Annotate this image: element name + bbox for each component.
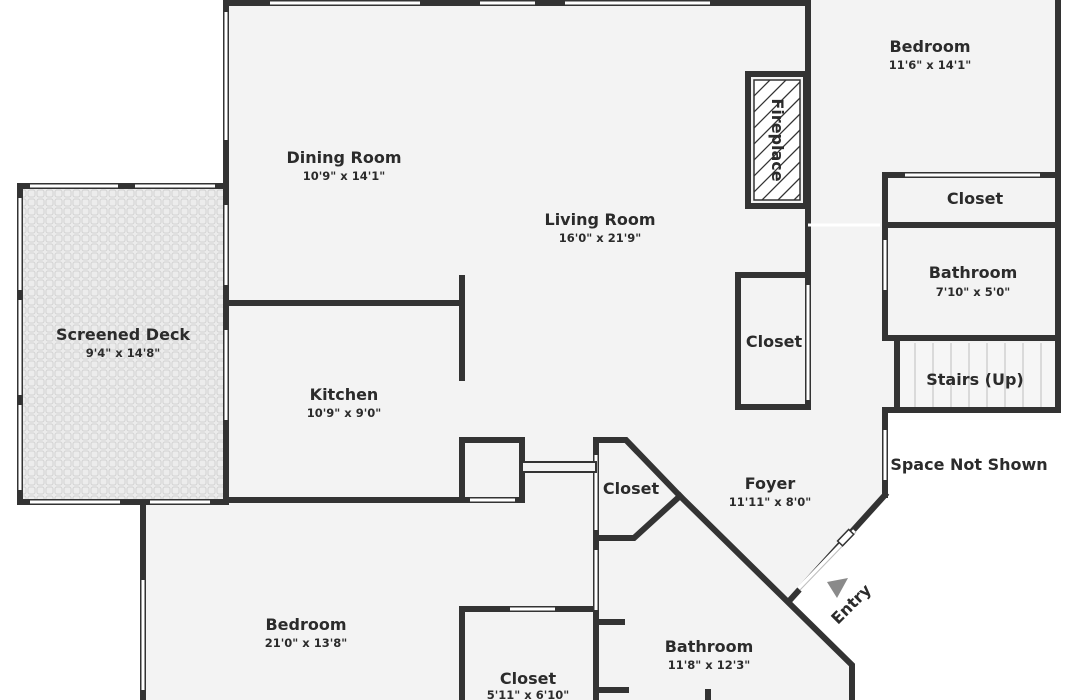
windows (18, 1, 1040, 690)
closet-s-dims: 5'11" x 6'10" (487, 688, 569, 700)
bathroom-ne-dims: 7'10" x 5'0" (936, 285, 1010, 299)
bathroom-s-dims: 11'8" x 12'3" (668, 658, 750, 672)
screened-deck-floor (20, 186, 224, 502)
dining-room-dims: 10'9" x 14'1" (303, 169, 385, 183)
closet-living-name: Closet (746, 332, 803, 351)
dining-room-name: Dining Room (286, 148, 401, 167)
closet-foyer-name: Closet (603, 479, 660, 498)
foyer-name: Foyer (745, 474, 796, 493)
living-room-name: Living Room (545, 210, 656, 229)
screened-deck-dims: 9'4" x 14'8" (86, 346, 160, 360)
screened-deck-name: Screened Deck (56, 325, 190, 344)
foyer-dims: 11'11" x 8'0" (729, 495, 811, 509)
fireplace-hatch (753, 79, 801, 201)
kitchen-dims: 10'9" x 9'0" (307, 406, 381, 420)
space-not-shown-label: Space Not Shown (890, 455, 1047, 474)
stairs-name: Stairs (Up) (926, 370, 1024, 389)
closet-s-name: Closet (500, 669, 557, 688)
bedroom-s-name: Bedroom (265, 615, 346, 634)
living-room-dims: 16'0" x 21'9" (559, 231, 641, 245)
entry-arrow-icon (827, 578, 848, 598)
entry-door (797, 528, 859, 593)
kitchen-name: Kitchen (310, 385, 379, 404)
bathroom-ne-name: Bathroom (929, 263, 1018, 282)
bedroom-s-dims: 21'0" x 13'8" (265, 636, 347, 650)
fireplace-label: Fireplace (768, 98, 787, 181)
closet-ne-name: Closet (947, 189, 1004, 208)
bathroom-s-name: Bathroom (665, 637, 754, 656)
floor-area (143, 0, 1060, 700)
bedroom-ne-dims: 11'6" x 14'1" (889, 58, 971, 72)
bedroom-ne-name: Bedroom (889, 37, 970, 56)
hall-opening (521, 461, 597, 473)
stairs-treads (897, 343, 1057, 409)
